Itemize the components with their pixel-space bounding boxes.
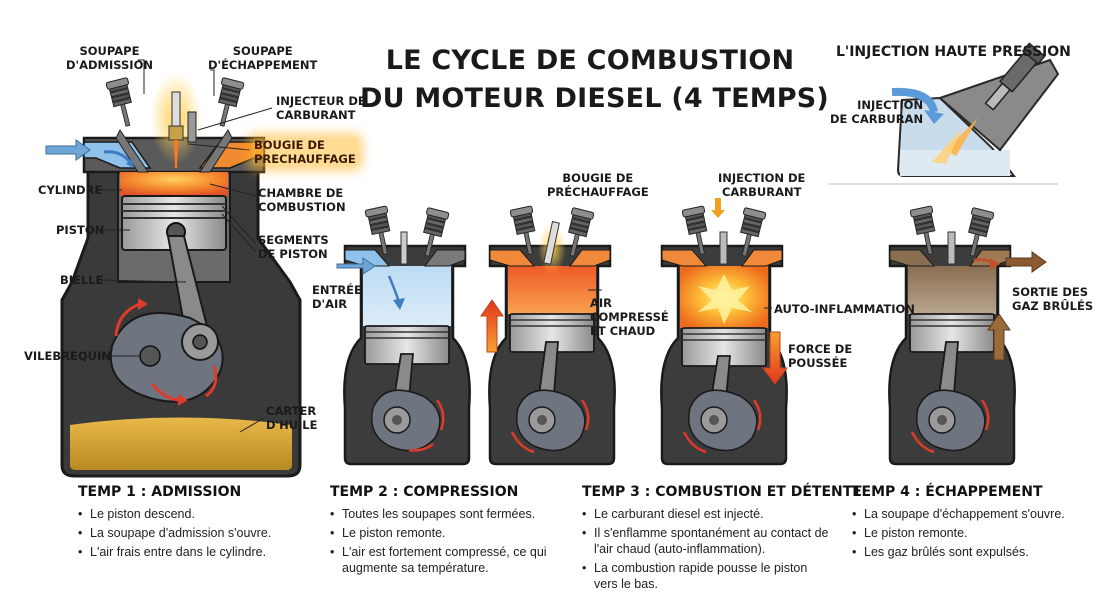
label-cylinder: CYLINDRE — [38, 183, 103, 197]
label-fuel-injection: INJECTION DE CARBURANT — [718, 171, 806, 199]
label-auto-ignition: AUTO-INFLAMMATION — [774, 302, 915, 316]
stage-1-intake — [336, 205, 471, 466]
title-line-2: DU MOTEUR DIESEL (4 TEMPS) — [360, 83, 829, 114]
label-exhaust-valve: SOUPAPE D'ÉCHAPPEMENT — [208, 44, 318, 72]
label-injector: INJECTEUR DE CARBURANT — [276, 94, 366, 122]
step-2-title: TEMP 2 : COMPRESSION — [330, 484, 519, 500]
step-1-item: La soupape d'admission s'ouvre. — [78, 525, 298, 541]
step-2-item: L'air est fortement compressé, ce qui au… — [330, 544, 558, 576]
step-3: TEMP 3 : COMBUSTION ET DÉTENTE Le carbur… — [582, 484, 862, 595]
stage-2-compression — [488, 205, 616, 466]
label-piston-rings: SEGMENTS DE PISTON — [258, 233, 329, 261]
stage-3-combustion — [660, 205, 788, 466]
inset-injection-label: INJECTION DE CARBURAN — [830, 98, 924, 126]
inset-title: L'INJECTION HAUTE PRESSION — [836, 44, 1071, 60]
step-4-item: La soupape d'échappement s'ouvre. — [852, 506, 1088, 522]
label-intake-valve: SOUPAPE D'ADMISSION — [66, 44, 153, 72]
step-1-title: TEMP 1 : ADMISSION — [78, 484, 242, 500]
step-3-list: Le carburant diesel est injecté. Il s'en… — [582, 506, 832, 592]
step-4: TEMP 4 : ÉCHAPPEMENT La soupape d'échapp… — [852, 484, 1088, 563]
step-1-item: Le piston descend. — [78, 506, 298, 522]
step-4-title: TEMP 4 : ÉCHAPPEMENT — [852, 484, 1043, 500]
step-2-item: Toutes les soupapes sont fermées. — [330, 506, 558, 522]
label-connecting-rod: BIELLE — [60, 273, 104, 287]
injection-arrow-icon — [711, 198, 725, 218]
step-1: TEMP 1 : ADMISSION Le piston descend. La… — [78, 484, 298, 563]
exhaust-out-arrow-icon — [1005, 251, 1047, 273]
label-oil-sump: CARTER D'HUILE — [266, 404, 318, 432]
label-stage-glow-plug: BOUGIE DE PRÉCHAUFFAGE — [547, 171, 649, 199]
exhaust-up-arrow-icon — [987, 313, 1011, 361]
step-2-list: Toutes les soupapes sont fermées. Le pis… — [330, 506, 558, 576]
label-thrust-force: FORCE DE POUSSÉE — [788, 342, 853, 370]
step-2: TEMP 2 : COMPRESSION Toutes les soupapes… — [330, 484, 558, 579]
step-4-list: La soupape d'échappement s'ouvre. Le pis… — [852, 506, 1088, 560]
step-2-item: Le piston remonte. — [330, 525, 558, 541]
step-1-list: Le piston descend. La soupape d'admissio… — [78, 506, 298, 560]
page-title: LE CYCLE DE COMBUSTION DU MOTEUR DIESEL … — [360, 42, 829, 118]
stage-4-exhaust — [888, 205, 1016, 466]
compression-arrow-icon — [480, 299, 504, 353]
label-air-intake: ENTRÉE D'AIR — [312, 283, 362, 311]
label-combustion-chamber: CHAMBRE DE COMBUSTION — [258, 186, 346, 214]
step-3-title: TEMP 3 : COMBUSTION ET DÉTENTE — [582, 484, 862, 500]
label-exhaust-gas: SORTIE DES GAZ BRÛLÉS — [1012, 285, 1094, 313]
step-4-item: Le piston remonte. — [852, 525, 1088, 541]
title-line-1: LE CYCLE DE COMBUSTION — [385, 45, 795, 76]
label-piston: PISTON — [56, 223, 105, 237]
main-engine — [45, 59, 302, 478]
label-crankshaft: VILEBREQUIN — [24, 349, 111, 363]
step-4-item: Les gaz brûlés sont expulsés. — [852, 544, 1088, 560]
label-compressed-air: AIR COMPRESSÉ ET CHAUD — [590, 296, 669, 338]
step-1-item: L'air frais entre dans le cylindre. — [78, 544, 298, 560]
step-3-item: La combustion rapide pousse le piston ve… — [582, 560, 832, 592]
injection-inset — [828, 42, 1060, 185]
step-3-item: Il s'enflamme spontanément au contact de… — [582, 525, 832, 557]
step-3-item: Le carburant diesel est injecté. — [582, 506, 832, 522]
label-glow-plug: BOUGIE DE PRECHAUFFAGE — [252, 138, 358, 166]
force-arrow-icon — [762, 331, 788, 385]
